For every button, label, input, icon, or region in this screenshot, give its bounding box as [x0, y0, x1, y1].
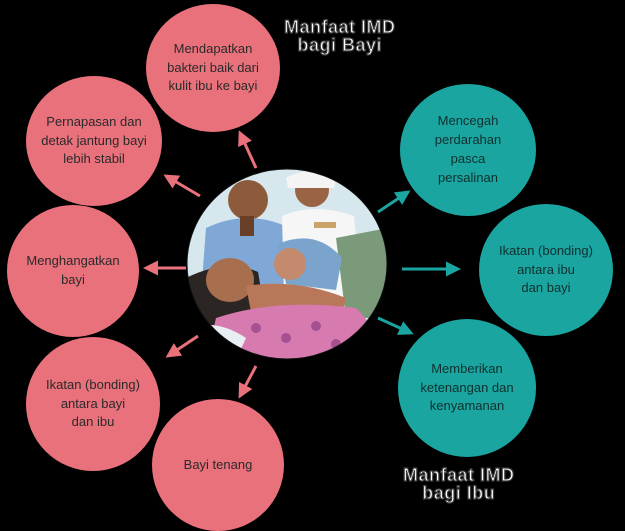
mother-baby-skin-to-skin-illustration	[186, 168, 388, 360]
arrow-to-comfort	[377, 316, 414, 335]
benefit-calm-circle: Bayi tenang	[152, 399, 284, 531]
benefit-breathing-circle: Pernapasan dan detak jantung bayi lebih …	[26, 76, 162, 206]
baby-benefits-title: Manfaat IMD bagi Bayi	[283, 17, 396, 55]
benefit-comfort-circle: Memberikan ketenangan dan kenyamanan	[398, 319, 536, 457]
arrow-to-baby-bonding	[165, 334, 199, 358]
arrow-to-bacteria	[238, 130, 258, 169]
benefit-bacteria-circle: Mendapatkan bakteri baik dari kulit ibu …	[146, 4, 280, 132]
benefit-warming-circle: Menghangatkan bayi	[7, 205, 139, 337]
benefit-baby-bonding-circle: Ikatan (bonding) antara bayi dan ibu	[26, 337, 160, 471]
arrow-to-bleeding	[377, 190, 411, 214]
arrow-to-breathing	[163, 174, 201, 198]
mother-benefits-title: Manfaat IMD bagi Ibu	[402, 465, 515, 503]
arrow-to-calm	[238, 365, 258, 399]
benefit-prevent-bleeding-circle: Mencegah perdarahan pasca persalinan	[400, 84, 536, 216]
benefit-mother-bonding-circle: Ikatan (bonding) antara ibu dan bayi	[479, 204, 613, 336]
